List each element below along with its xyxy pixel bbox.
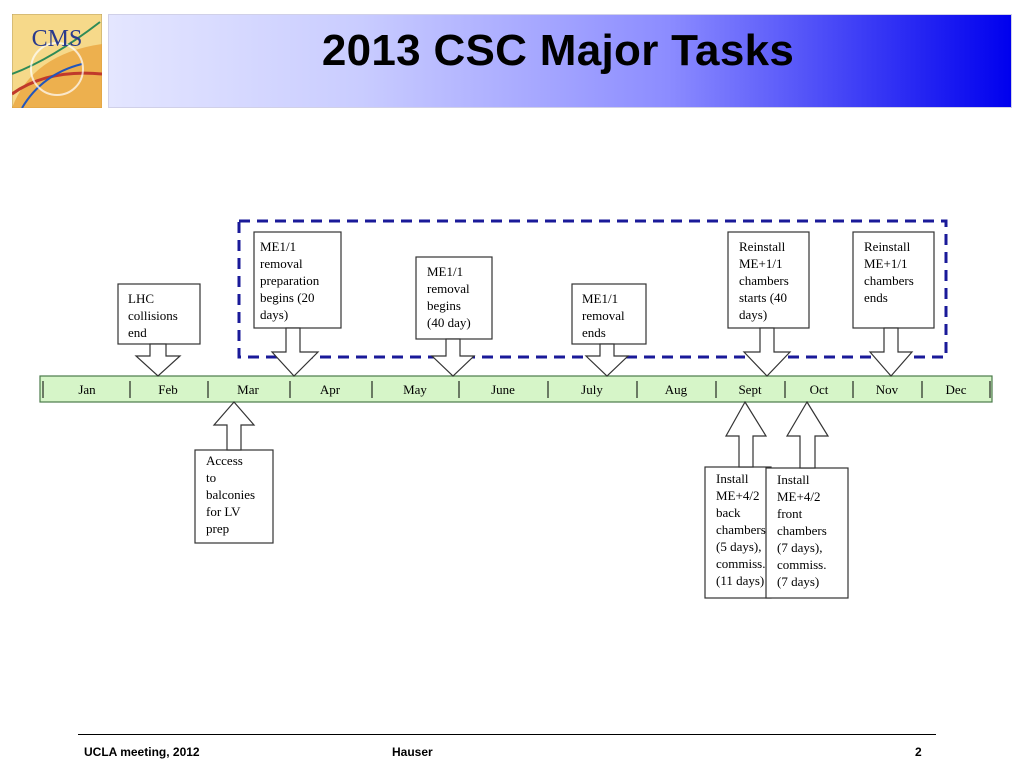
month-label: May (403, 382, 427, 397)
callout-access-balconies: Access to balconies for LV prep (206, 452, 272, 540)
callout-line: balconies (206, 487, 256, 502)
callout-line: preparation (260, 273, 320, 288)
down-arrow (430, 338, 476, 377)
month-label: June (491, 382, 515, 397)
month-label: Aug (665, 382, 688, 397)
callout-box-removal-begins (415, 256, 493, 340)
callout-line: ME1/1 (582, 291, 619, 306)
callout-line: Reinstall (864, 239, 911, 254)
callout-line: Access (206, 453, 243, 468)
footer-divider (78, 734, 936, 735)
month-separators (42, 381, 991, 398)
timeline-bar (39, 375, 993, 403)
down-arrow (742, 327, 792, 377)
up-arrow (212, 401, 256, 451)
callout-line: Install (777, 472, 810, 487)
callout-box-lhc-collisions-end (117, 283, 201, 345)
callout-line: chambers (716, 522, 766, 537)
callout-line: end (128, 325, 147, 340)
callout-box-access-balconies (194, 449, 274, 544)
callout-line: begins (20 (260, 290, 315, 305)
callout-line: ME1/1 (260, 239, 297, 254)
footer-author: Hauser (392, 745, 433, 759)
month-label: Sept (738, 382, 762, 397)
callout-box-reinstall-ends (852, 231, 935, 329)
callout-box-reinstall-starts (727, 231, 810, 329)
logo-text: CMS (32, 26, 83, 52)
down-arrow (134, 343, 182, 377)
down-arrow (584, 343, 630, 377)
callout-box-removal-ends (571, 283, 647, 345)
callout-removal-begins: ME1/1 removal begins (40 day) (427, 263, 491, 335)
month-label: July (581, 382, 603, 397)
month-label: Nov (876, 382, 899, 397)
up-arrow (724, 400, 768, 468)
callout-line: ME+4/2 (716, 488, 760, 503)
callout-line: (7 days), (777, 540, 823, 555)
callout-line: Reinstall (739, 239, 786, 254)
month-label: Feb (158, 382, 178, 397)
callout-line: chambers (777, 523, 827, 538)
callout-install-front: Install ME+4/2 front chambers (7 days), … (777, 471, 847, 593)
callout-line: (7 days) (777, 574, 820, 589)
up-arrow (785, 400, 830, 469)
down-arrow (270, 327, 320, 377)
callout-line: days) (260, 307, 289, 322)
callout-line: removal (582, 308, 625, 323)
month-label: Oct (810, 382, 829, 397)
callout-line: removal (427, 281, 470, 296)
callout-line: begins (427, 298, 461, 313)
callout-line: days) (739, 307, 768, 322)
callout-line: prep (206, 521, 230, 536)
title-bar (108, 14, 1012, 108)
callout-box-install-front (765, 467, 849, 599)
callout-line: ends (864, 290, 888, 305)
month-label: Jan (78, 382, 96, 397)
callout-line: ME1/1 (427, 264, 464, 279)
footer-meeting: UCLA meeting, 2012 (84, 745, 200, 759)
month-label: Apr (320, 382, 341, 397)
callout-line: ME+1/1 (739, 256, 783, 271)
slide-title: 2013 CSC Major Tasks (321, 26, 795, 75)
month-label: Dec (946, 382, 967, 397)
callout-line: commiss. (716, 556, 766, 571)
callout-line: ME+1/1 (864, 256, 908, 271)
callout-line: (5 days), (716, 539, 762, 554)
callout-line: front (777, 506, 803, 521)
callout-line: for LV (206, 504, 241, 519)
callout-reinstall-ends: Reinstall ME+1/1 chambers ends (864, 238, 934, 326)
callout-line: ME+4/2 (777, 489, 821, 504)
down-arrow (868, 327, 914, 377)
callout-removal-ends: ME1/1 removal ends (582, 290, 644, 342)
month-label: Mar (237, 382, 259, 397)
callout-reinstall-starts: Reinstall ME+1/1 chambers starts (40 day… (739, 238, 809, 326)
month-labels: Jan Feb Mar Apr May June July Aug Sept O… (78, 382, 966, 397)
callout-line: LHC (128, 291, 154, 306)
callout-box-install-back (704, 466, 772, 599)
callout-line: ends (582, 325, 606, 340)
callout-box-removal-preparation (253, 231, 342, 329)
cms-logo: CMS (11, 13, 103, 109)
page-number: 2 (915, 745, 922, 759)
callout-line: Install (716, 471, 749, 486)
callout-install-back: Install ME+4/2 back chambers (5 days), c… (716, 470, 766, 592)
callout-line: commiss. (777, 557, 827, 572)
callout-removal-preparation: ME1/1 removal preparation begins (20 day… (260, 238, 340, 326)
callout-line: starts (40 (739, 290, 788, 305)
callout-line: to (206, 470, 217, 485)
callout-line: chambers (864, 273, 914, 288)
callout-line: chambers (739, 273, 789, 288)
callout-line: removal (260, 256, 303, 271)
callout-line: (11 days) (716, 573, 765, 588)
callout-line: (40 day) (427, 315, 471, 330)
callout-line: back (716, 505, 741, 520)
callout-lhc-collisions-end: LHC collisions end (128, 290, 198, 342)
callout-line: collisions (128, 308, 178, 323)
